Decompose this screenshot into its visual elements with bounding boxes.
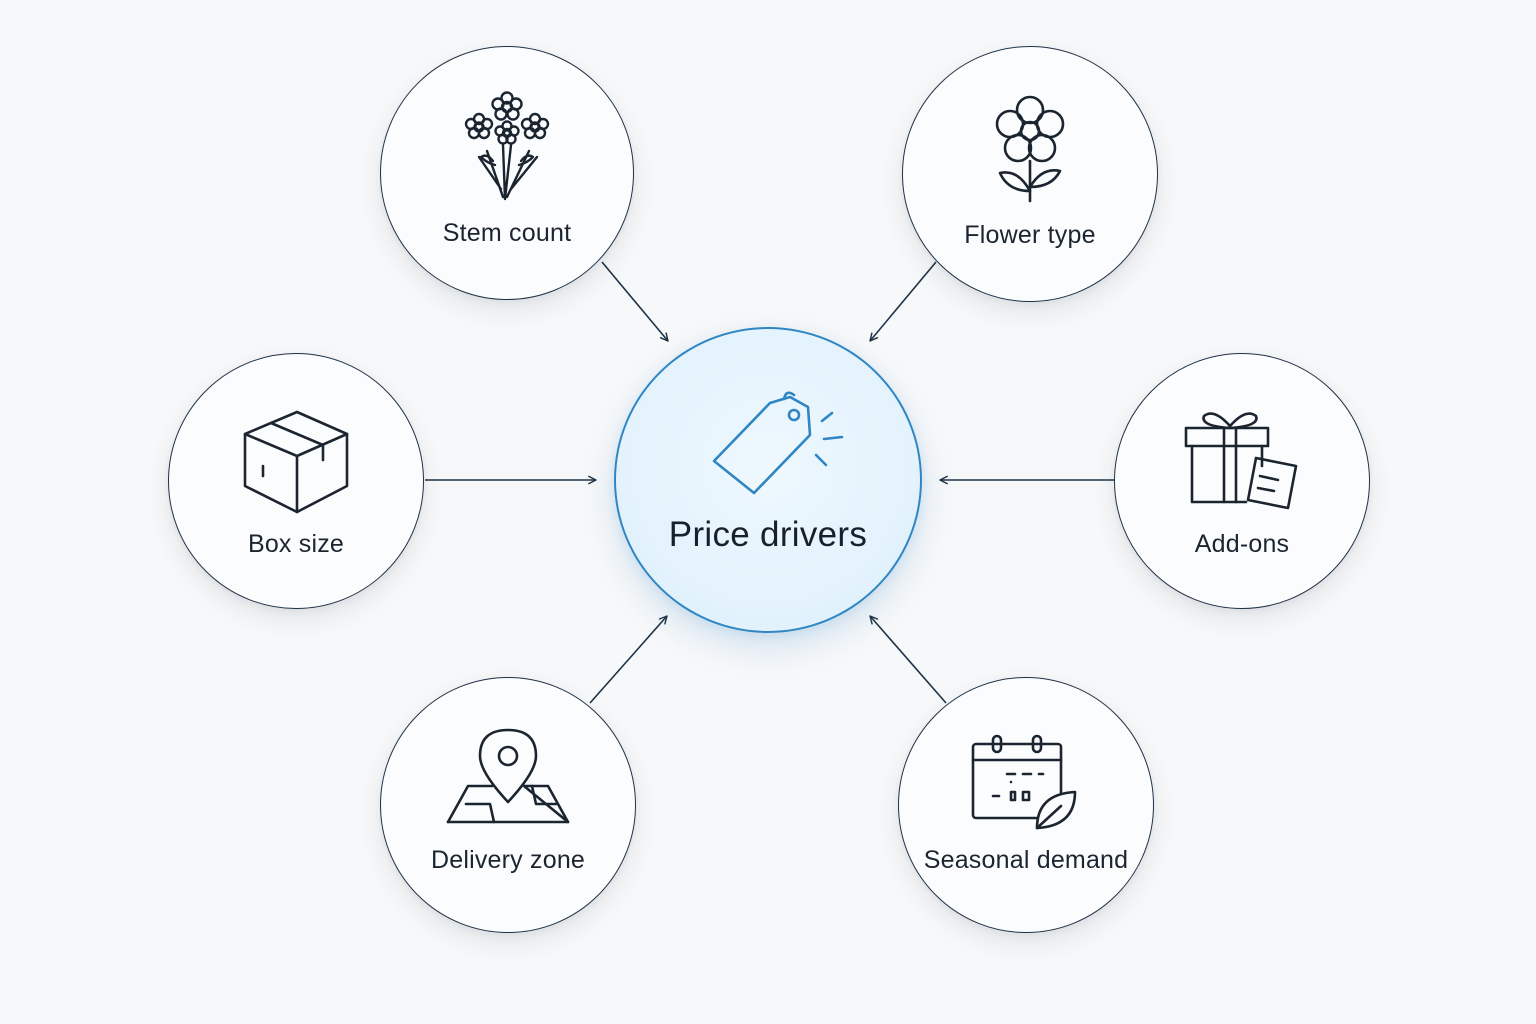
calendar-leaf-icon	[971, 734, 1081, 830]
node-label: Delivery zone	[430, 846, 586, 874]
node-flower-type: Flower type	[902, 46, 1158, 302]
gift-card-icon	[1184, 406, 1300, 510]
node-seasonal-demand: Seasonal demand	[898, 677, 1154, 933]
map-pin-icon	[446, 726, 570, 826]
arrow-seasonal-demand-to-hub	[869, 615, 947, 704]
hub-node: Price drivers	[614, 327, 922, 633]
node-label: Box size	[247, 530, 345, 558]
node-box-size: Box size	[168, 353, 424, 609]
arrow-stem-count-to-hub	[601, 261, 669, 342]
node-delivery-zone: Delivery zone	[380, 677, 636, 933]
price-tag-icon	[708, 387, 848, 504]
flower-icon	[990, 93, 1070, 205]
arrow-delivery-zone-to-hub	[589, 615, 668, 704]
hub-label: Price drivers	[668, 515, 868, 554]
node-label: Add-ons	[1194, 530, 1290, 558]
node-label: Seasonal demand	[923, 846, 1129, 874]
node-stem-count: Stem count	[380, 46, 634, 300]
node-label: Stem count	[442, 219, 572, 247]
box-icon	[241, 408, 351, 516]
node-label: Flower type	[964, 221, 1096, 249]
node-add-ons: Add-ons	[1114, 353, 1370, 609]
arrow-flower-type-to-hub	[869, 261, 937, 342]
bouquet-icon	[457, 91, 557, 203]
